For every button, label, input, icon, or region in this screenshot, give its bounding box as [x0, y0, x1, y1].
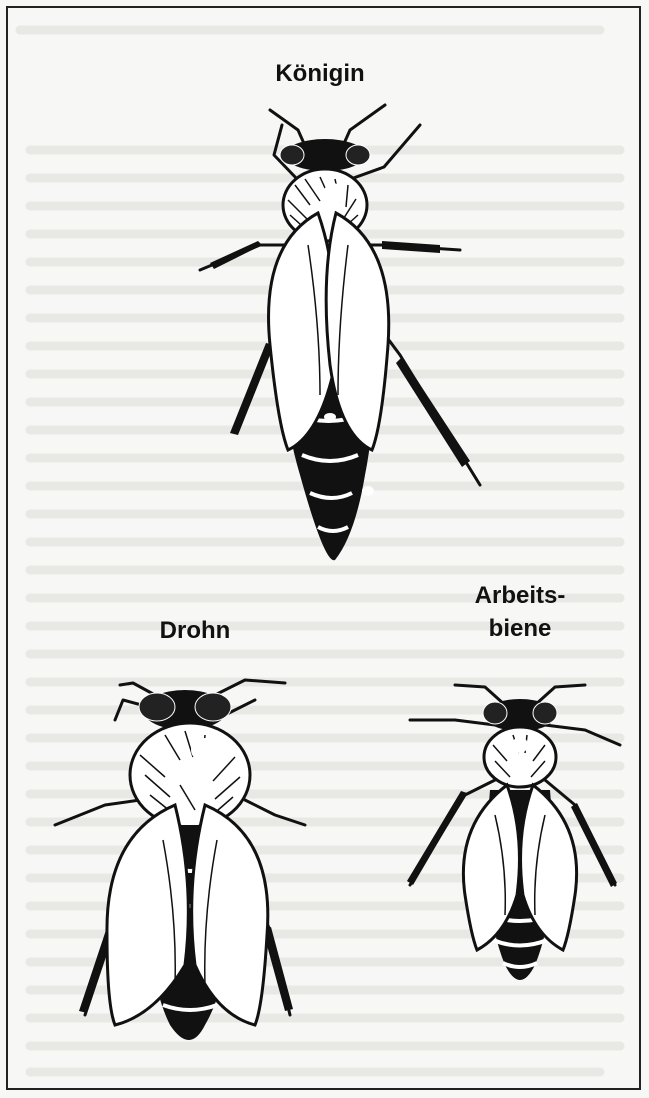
- queen-label: Königin: [250, 60, 390, 88]
- worker-label-line1: Arbeits-: [450, 582, 590, 610]
- drone-bee-illustration: [45, 665, 325, 1065]
- drone-label: Drohn: [130, 617, 260, 645]
- queen-bee-illustration: [170, 95, 470, 565]
- worker-label-line2: biene: [450, 615, 590, 643]
- worker-bee-illustration: [395, 665, 635, 1005]
